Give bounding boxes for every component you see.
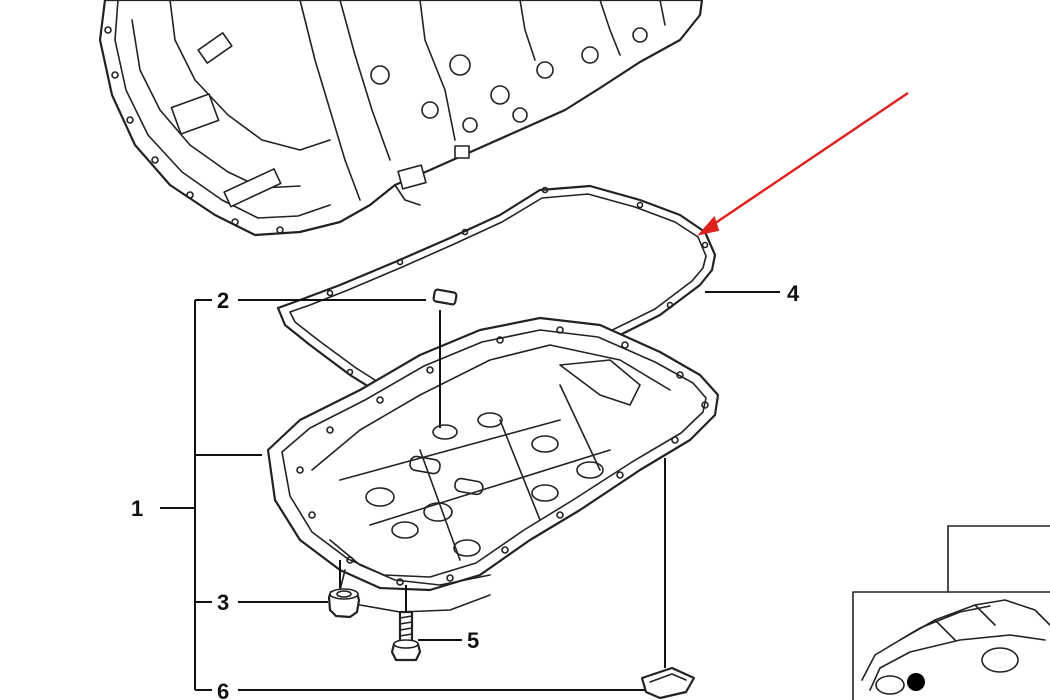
callout-4: 4: [787, 281, 800, 306]
callout-2: 2: [217, 288, 229, 313]
pan-magnet: [432, 288, 458, 306]
pan-bolt: [390, 610, 422, 662]
callout-3: 3: [217, 590, 229, 615]
oil-pan: [266, 316, 720, 613]
car-locator-icon: [852, 525, 1050, 700]
label-plate: [640, 666, 696, 700]
callout-5: 5: [467, 628, 479, 653]
leader-lines: [160, 291, 780, 691]
locator-dot: [907, 673, 925, 691]
transmission-housing: [98, 0, 704, 237]
callout-6: 6: [217, 679, 229, 700]
drain-plug: [327, 588, 361, 619]
red-arrow-icon: [697, 92, 909, 236]
callout-labels: 1 2 3 4 5 6: [131, 281, 800, 700]
callout-1: 1: [131, 496, 143, 521]
